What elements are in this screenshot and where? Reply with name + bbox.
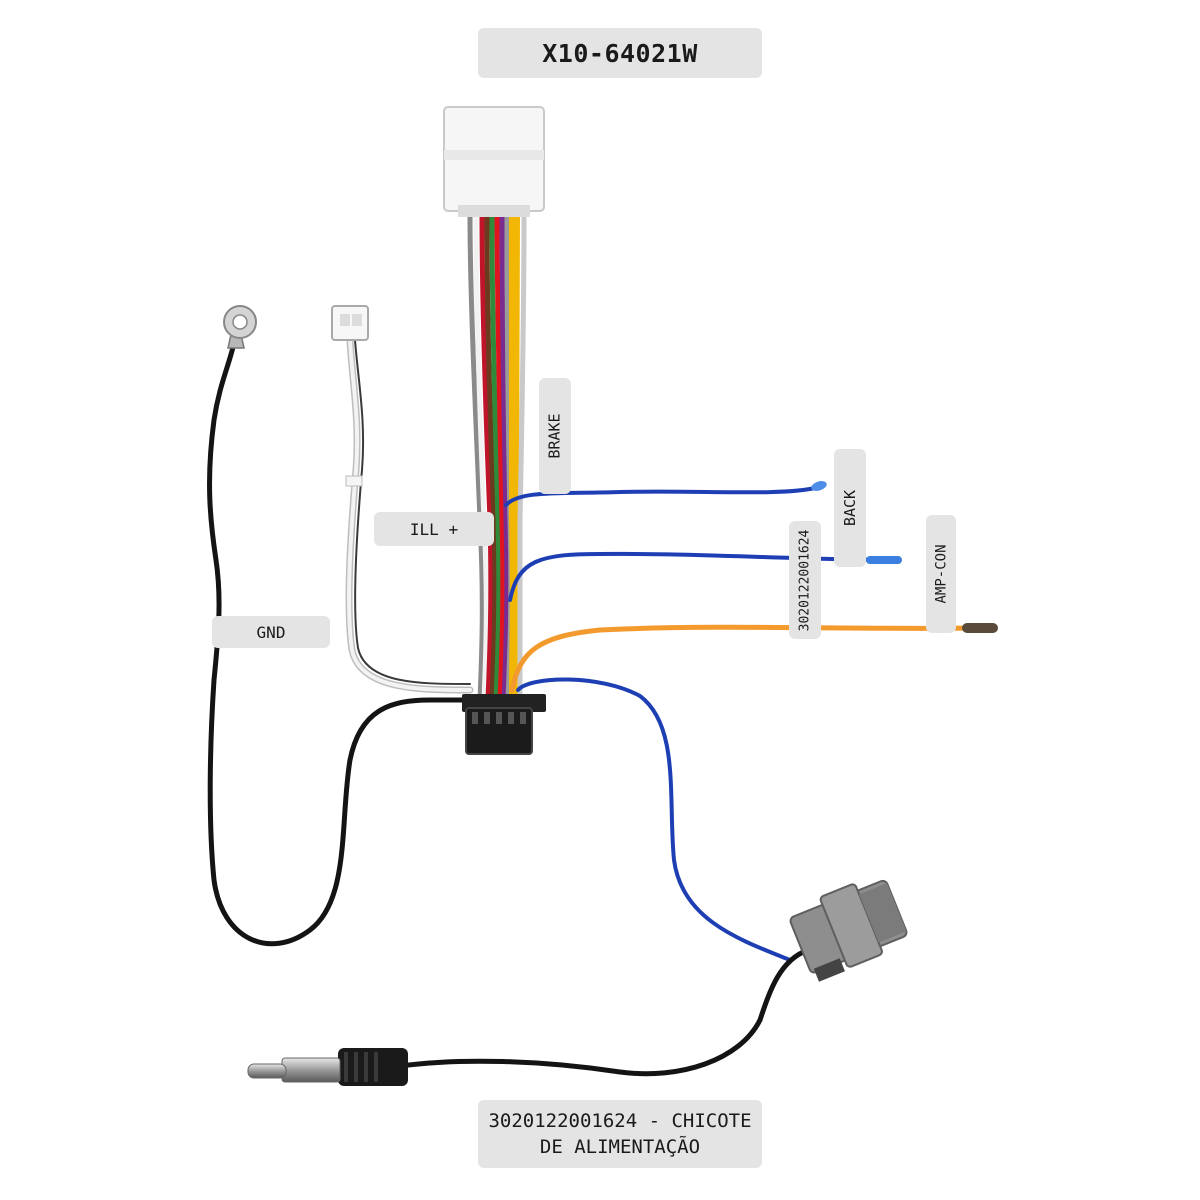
amp-con-label: AMP-CON — [926, 515, 956, 633]
ill-label: ILL + — [374, 512, 494, 546]
antenna-plug — [247, 1048, 408, 1086]
part-code-text: 3020122001624 — [797, 529, 813, 631]
ill-wire — [345, 336, 474, 694]
amp-con-text: AMP-CON — [933, 544, 950, 604]
title-label: X10-64021W — [478, 28, 762, 78]
radio-blue-wire — [516, 677, 792, 962]
antenna-cable — [397, 947, 811, 1077]
brake-label: BRAKE — [539, 378, 571, 494]
brake-wire — [504, 481, 827, 507]
back-text: BACK — [841, 489, 859, 527]
brake-text: BRAKE — [546, 413, 564, 459]
gnd-wire — [207, 329, 473, 947]
gnd-label: GND — [212, 616, 330, 648]
back-label: BACK — [834, 449, 866, 567]
back-wire — [508, 551, 902, 602]
ill-text: ILL + — [409, 519, 459, 539]
black-iso-connector — [462, 694, 546, 755]
wire-bundle — [467, 214, 527, 701]
footer-text: 3020122001624 - CHICOTE DE ALIMENTAÇÃO — [488, 1110, 752, 1158]
footer-label: 3020122001624 - CHICOTE DE ALIMENTAÇÃO — [478, 1100, 762, 1168]
ill-plug — [331, 305, 369, 341]
title-text: X10-64021W — [542, 38, 698, 68]
amp-con-wire — [509, 623, 998, 693]
gnd-text: GND — [256, 622, 286, 642]
ring-terminal — [223, 305, 257, 349]
top-white-connector — [443, 106, 545, 217]
gray-connector — [789, 879, 908, 982]
part-code-label: 3020122001624 — [789, 521, 821, 639]
